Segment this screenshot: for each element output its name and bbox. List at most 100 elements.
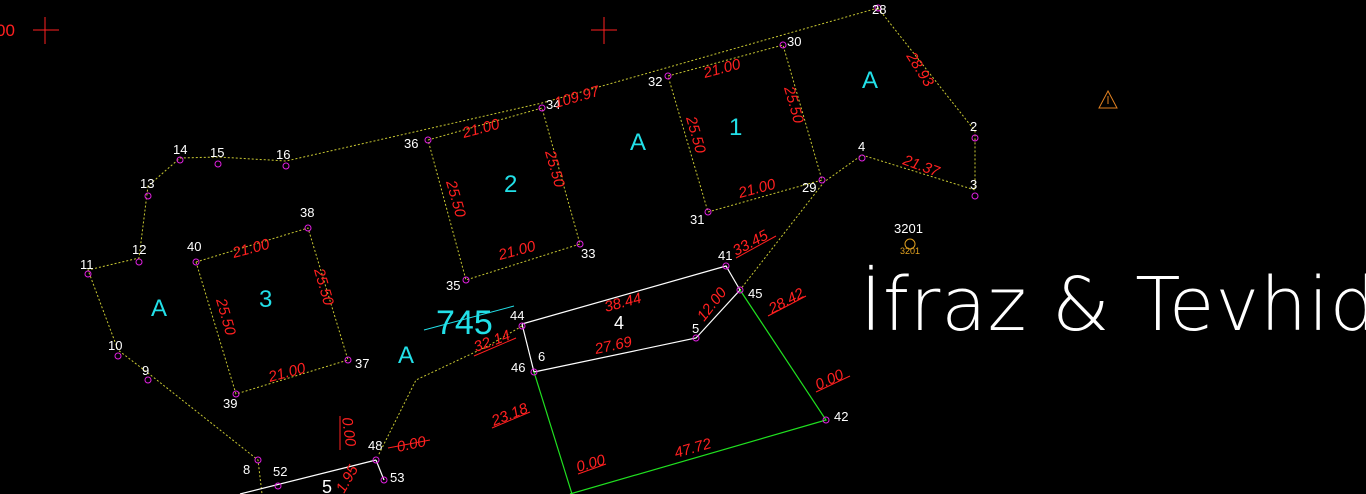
dimension-2550-left-1: 25.50 [682,113,709,155]
survey-point-marker [576,240,584,248]
survey-point-marker [822,416,830,424]
point-label-6: 6 [538,349,545,364]
dimension-2550-left-2: 25.50 [442,177,469,219]
survey-point-marker [971,192,979,200]
point-sub-3201: 3201 [900,246,920,256]
point-label-41: 41 [718,248,732,263]
survey-point-marker [664,72,672,80]
point-label-53: 53 [390,470,404,485]
point-label-16: 16 [276,147,290,162]
dimension-2550-right-2: 25.50 [541,147,568,189]
survey-point-marker [144,192,152,200]
dimension-2550-left-3: 25.50 [212,295,239,337]
survey-point-marker [462,276,470,284]
point-label-38: 38 [300,205,314,220]
dimension-3844: 38.44 [603,290,644,316]
parcel-number-745: 745 [436,304,493,342]
survey-point-marker [214,160,222,168]
dimension-2100-bottom-3: 21.00 [266,360,308,387]
dimension-labels: 109.97 21.00 25.50 28.93 21.00 25.50 25.… [212,48,942,494]
survey-point-marker [779,41,787,49]
dimension-2842: 28.42 [765,285,808,318]
crosshair-marker-left [33,17,59,44]
parcel-number-5: 5 [322,477,332,494]
point-label-11: 11 [80,257,94,272]
dimension-2100-bottom-2: 21.00 [496,238,538,265]
dimension-000-top: 0.00 [813,366,847,394]
point-label-4: 4 [858,139,865,154]
point-label-12: 12 [132,242,146,257]
point-labels: 28 30 32 34 36 2 3 4 29 31 14 15 16 13 1… [80,2,977,485]
point-label-28: 28 [872,2,886,17]
survey-point-marker [232,390,240,398]
subdivision-green-lines [533,289,827,494]
dimension-2100-top-2: 21.00 [460,116,502,143]
point-label-31: 31 [690,212,704,227]
survey-point-marker [192,258,200,266]
point-label-5: 5 [692,321,699,336]
subdivision-white-lines [239,265,741,494]
point-label-44: 44 [510,308,524,323]
parcel-number-3: 3 [259,286,272,313]
dimension-2893: 28.93 [902,48,937,90]
point-label-32: 32 [648,74,662,89]
dimension-000-vertical: 0.00 [338,416,359,448]
dimension-1200: 12.00 [694,284,731,325]
point-label-14: 14 [173,142,187,157]
parcel-label-a-bottom: A [398,342,414,369]
point-label-33: 33 [581,246,595,261]
dimension-2100-bottom-1: 21.00 [736,176,778,203]
point-label-29: 29 [802,180,816,195]
page-title: İfraz & Tevhid [860,262,1366,348]
dimension-195: 1.95 [333,462,363,494]
survey-point-marker [282,162,290,170]
survey-point-marker [344,356,352,364]
crosshair-marker-center [591,17,617,44]
point-label-35: 35 [446,278,460,293]
survey-point-marker [858,154,866,162]
survey-point-marker [144,376,152,384]
corner-coordinate-label: 00 [0,21,15,40]
point-label-52: 52 [273,464,287,479]
survey-point-marker [736,286,744,294]
dimension-2769: 27.69 [592,333,634,358]
parcel-boundary-lines [87,7,976,494]
point-label-46: 46 [511,360,525,375]
dimension-2100-top-1: 21.00 [701,56,743,83]
survey-point-marker [304,224,312,232]
dimension-leader-lines [339,235,851,475]
survey-point-marker [530,368,538,376]
survey-point-marker [518,322,526,330]
survey-point-marker [722,262,730,270]
survey-point-marker [424,136,432,144]
dimension-3345: 33.45 [730,227,772,260]
point-label-42: 42 [834,409,848,424]
point-label-13: 13 [140,176,154,191]
point-label-34: 34 [546,97,560,112]
point-label-3201: 3201 [894,221,923,236]
survey-point-marker [818,176,826,184]
survey-point-marker [135,258,143,266]
dimension-2137: 21.37 [900,151,943,180]
point-label-9: 9 [142,363,149,378]
point-label-10: 10 [108,338,122,353]
point-label-30: 30 [787,34,801,49]
parcel-label-a-right: A [862,67,878,94]
survey-point-marker [114,352,122,360]
dimension-000-bottom: 0.00 [574,451,607,476]
survey-point-marker [538,104,546,112]
point-label-8: 8 [243,462,250,477]
survey-point-marker [176,156,184,164]
dimension-2318: 23.18 [488,400,531,430]
dimension-000-small: 0.00 [395,433,428,456]
survey-point-marker [971,134,979,142]
parcel-labels: A A A A 1 2 3 4 5 745 [151,67,878,494]
survey-point-marker [692,334,700,342]
point-label-40: 40 [187,239,201,254]
survey-point-markers [84,4,979,490]
point-label-15: 15 [210,145,224,160]
point-label-2: 2 [970,119,977,134]
survey-point-marker [274,482,282,490]
point-label-37: 37 [355,356,369,371]
